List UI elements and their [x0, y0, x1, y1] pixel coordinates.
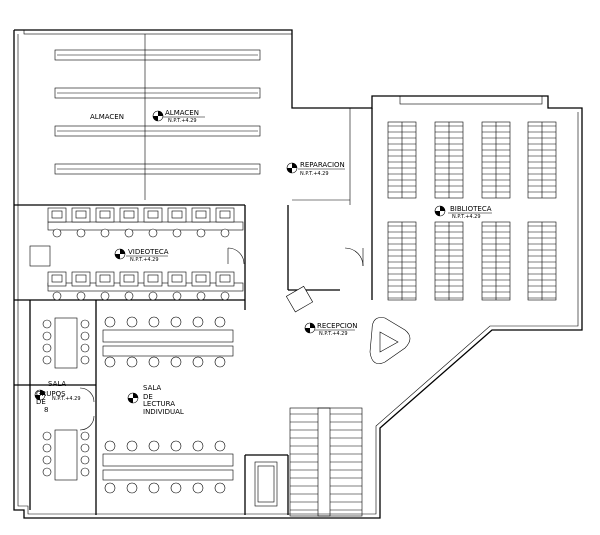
sala-lectura-level-marker: [127, 392, 139, 404]
sala-grupos-line-3: DE: [36, 398, 46, 406]
almacen-title: ALMACEN: [165, 109, 199, 117]
level-markers: [34, 110, 446, 404]
sala-lectura-line-1: SALA: [143, 384, 161, 392]
almacen-shelves: [54, 34, 261, 200]
sala-grupos-line-2: GRUPOS: [36, 390, 66, 398]
recepcion-title: RECEPCION: [317, 322, 358, 330]
almacen-level: N.P.T.+4.29: [168, 118, 197, 124]
sala-grupos-level: N.P.T.+4.29: [52, 396, 81, 402]
reparacion-title: REPARACION: [300, 161, 345, 169]
recepcion-level-marker: [304, 322, 316, 334]
sala-lectura-line-3: LECTURA: [143, 400, 175, 408]
doors: [79, 247, 364, 431]
sala-lectura-line-4: INDIVIDUAL: [143, 408, 184, 416]
sala-lectura-line-2: DE: [143, 393, 153, 401]
sala-grupos-line-1: SALA: [48, 380, 66, 388]
staircase: [254, 407, 363, 517]
interior-walls: [14, 107, 373, 515]
reparacion-level-marker: [286, 162, 298, 174]
reparacion-level: N.P.T.+4.29: [300, 171, 329, 177]
videoteca-level-marker: [114, 248, 126, 260]
biblioteca-level: N.P.T.+4.29: [452, 214, 481, 220]
room-labels: ALMACEN ALMACEN N.P.T.+4.29 REPARACION N…: [36, 109, 492, 416]
sala-grupos-line-4: 8: [44, 406, 48, 414]
reading-room-tables: [102, 316, 234, 494]
recepcion-level: N.P.T.+4.29: [319, 331, 348, 337]
reception-desk: [285, 285, 411, 364]
videoteca-title: VIDEOTECA: [128, 248, 169, 256]
videoteca-level: N.P.T.+4.29: [130, 257, 159, 263]
almacen-room-label: ALMACEN: [90, 113, 124, 121]
videoteca-workstations: [29, 207, 244, 301]
biblioteca-level-marker: [434, 205, 446, 217]
group-tables: [42, 317, 90, 481]
sala-grupos-level-marker: [34, 389, 46, 401]
biblioteca-stacks: [387, 121, 557, 301]
biblioteca-title: BIBLIOTECA: [450, 205, 492, 213]
almacen-level-marker: [152, 110, 164, 122]
